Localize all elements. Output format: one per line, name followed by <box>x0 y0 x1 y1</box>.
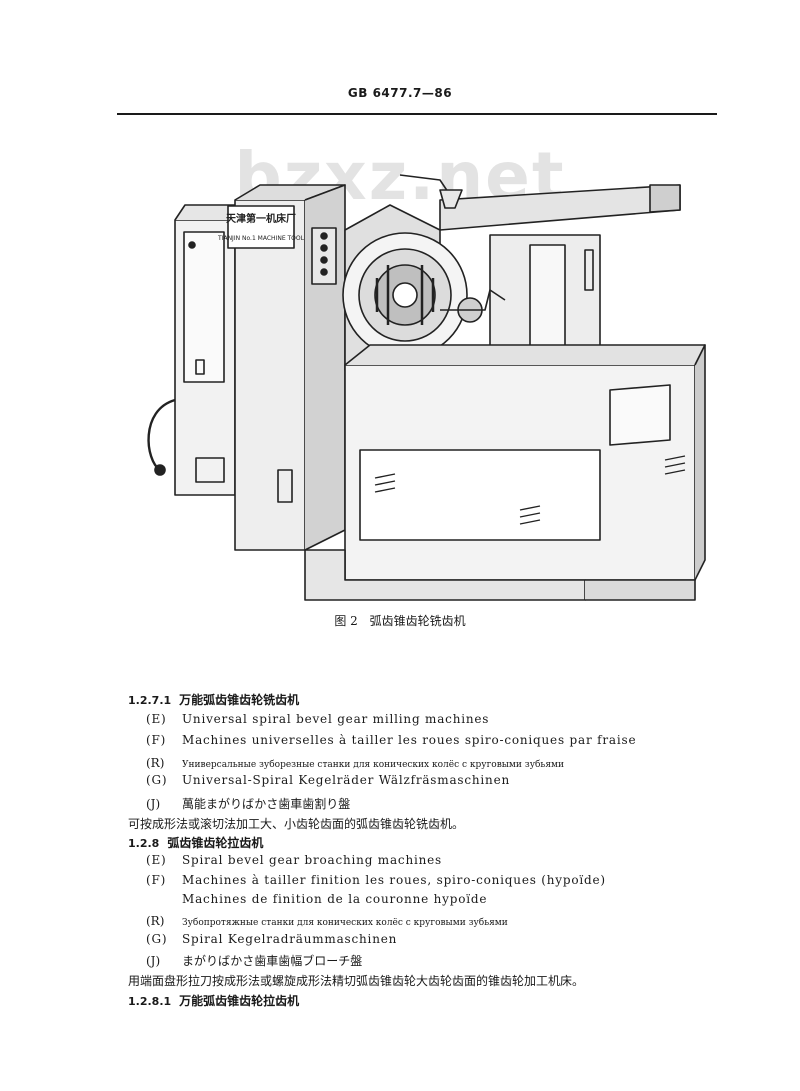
figure-caption-text: 弧齿锥齿轮铣齿机 <box>369 614 466 628</box>
lang-tag-j: (J) <box>146 954 161 968</box>
section-1271-description: 可按成形法或滚切法加工大、小齿轮齿面的弧齿锥齿轮铣齿机。 <box>128 817 465 831</box>
section-title: 万能弧齿锥齿轮铣齿机 <box>179 693 300 707</box>
term-text: Machines à tailler finition les roues, s… <box>182 873 606 887</box>
lang-tag-g: (G) <box>146 932 168 946</box>
term-text: 萬能まがりばかさ歯車歯割り盤 <box>182 797 351 811</box>
standard-number-header: GB 6477.7—86 <box>347 86 453 100</box>
lang-tag-r: (R) <box>146 756 165 770</box>
lang-tag-f: (F) <box>146 873 167 887</box>
term-english: (E) Universal spiral bevel gear milling m… <box>146 712 489 726</box>
term-german: (G) Universal-Spiral Kegelräder Wälzfräsm… <box>146 773 510 787</box>
term-french: (F) Machines universelles à tailler les r… <box>146 733 636 747</box>
section-1281-heading: 1.2.8.1 万能弧齿锥齿轮拉齿机 <box>128 992 299 1009</box>
term-text: Spiral bevel gear broaching machines <box>182 853 443 867</box>
term-japanese: (J) 萬能まがりばかさ歯車歯割り盤 <box>146 795 350 812</box>
term-german: (G) Spiral Kegelradräummaschinen <box>146 932 397 946</box>
lang-tag-j: (J) <box>146 797 161 811</box>
header-rule <box>117 113 717 115</box>
gear-milling-machine-illustration: 天津第一机床厂 TIANJIN No.1 MACHINE TOOL <box>147 174 706 601</box>
lang-tag-g: (G) <box>146 773 168 787</box>
figure-caption-label: 图 2 <box>334 614 358 628</box>
lang-tag-e: (E) <box>146 853 167 867</box>
term-text: まがりばかさ歯車歯幅ブローチ盤 <box>182 954 363 968</box>
term-text: Universal-Spiral Kegelräder Wälzfräsmasc… <box>182 773 511 787</box>
term-text: Spiral Kegelradräummaschinen <box>182 932 398 946</box>
term-french-continuation: Machines de finition de la couronne hypo… <box>182 892 488 906</box>
section-number: 1.2.7.1 <box>128 694 172 707</box>
term-russian: (R) Зубопротяжные станки для конических к… <box>146 914 508 928</box>
term-text: Зубопротяжные станки для конических колё… <box>182 918 508 928</box>
lang-tag-f: (F) <box>146 733 167 747</box>
term-french: (F) Machines à tailler finition les roues… <box>146 873 606 887</box>
term-russian: (R) Универсальные зуборезные станки для к… <box>146 756 564 770</box>
section-128-heading: 1.2.8 弧齿锥齿轮拉齿机 <box>128 834 263 851</box>
term-text: Machines universelles à tailler les roue… <box>182 733 637 747</box>
lang-tag-r: (R) <box>146 914 165 928</box>
section-title: 万能弧齿锥齿轮拉齿机 <box>179 994 300 1008</box>
term-text: Универсальные зуборезные станки для кони… <box>182 760 564 770</box>
term-english: (E) Spiral bevel gear broaching machines <box>146 853 442 867</box>
figure-caption: 图 2 弧齿锥齿轮铣齿机 <box>0 612 800 629</box>
section-number: 1.2.8.1 <box>128 995 172 1008</box>
nameplate-bottom-text: TIANJIN No.1 MACHINE TOOL <box>217 235 305 242</box>
lang-tag-e: (E) <box>146 712 167 726</box>
nameplate-top-text: 天津第一机床厂 <box>226 212 296 225</box>
term-text: Universal spiral bevel gear milling mach… <box>182 712 490 726</box>
term-japanese: (J) まがりばかさ歯車歯幅ブローチ盤 <box>146 952 362 969</box>
section-128-description: 用端面盘形拉刀按成形法或螺旋成形法精切弧齿锥齿轮大齿轮齿面的锥齿轮加工机床。 <box>128 974 585 988</box>
section-title: 弧齿锥齿轮拉齿机 <box>167 836 264 850</box>
section-1271-heading: 1.2.7.1 万能弧齿锥齿轮铣齿机 <box>128 691 299 708</box>
section-number: 1.2.8 <box>128 837 160 850</box>
